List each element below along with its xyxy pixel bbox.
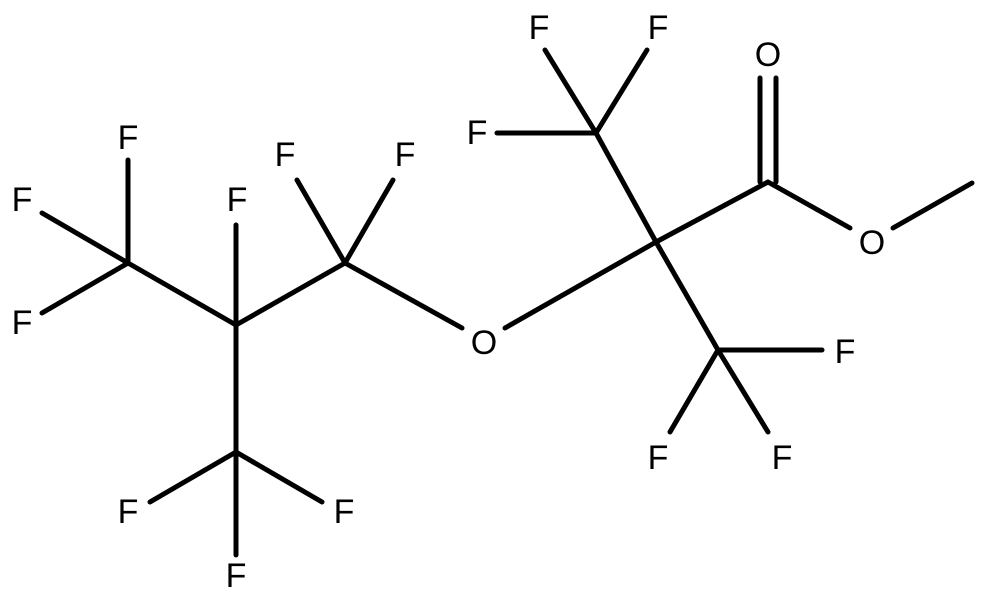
atom-label-f: F bbox=[467, 114, 488, 152]
atom-label-f: F bbox=[648, 439, 669, 477]
atom-label-f: F bbox=[835, 333, 856, 371]
atom-labels: F F F O F F F F F F O F O F F F F F bbox=[12, 9, 886, 595]
bond-cf3-f-upper-left bbox=[542, 47, 599, 136]
bond-cf3-ul-f-bottom bbox=[39, 260, 131, 316]
atom-label-o: O bbox=[755, 36, 781, 74]
atom-label-f: F bbox=[395, 136, 416, 174]
bond-cf3-b-f-left bbox=[147, 449, 239, 505]
bond-ether-o-cf2 bbox=[342, 260, 465, 331]
bond-cf3-b-f-right bbox=[233, 449, 325, 505]
bond-carbonyl-ester-o bbox=[765, 179, 853, 231]
bond-cf3-central bbox=[593, 130, 659, 245]
atom-label-f: F bbox=[227, 181, 248, 219]
atom-label-f: F bbox=[772, 439, 793, 477]
atom-label-f: F bbox=[648, 9, 669, 47]
bonds bbox=[39, 47, 975, 558]
atom-label-o: O bbox=[859, 224, 885, 262]
bond-central-carbonyl bbox=[653, 179, 771, 245]
atom-label-f: F bbox=[529, 9, 550, 47]
bond-cf2-cf bbox=[233, 260, 348, 328]
atom-label-f: F bbox=[12, 181, 33, 219]
atom-label-f: F bbox=[12, 304, 33, 342]
bond-central-ether-o bbox=[502, 239, 659, 331]
bond-cf2-f-left bbox=[294, 177, 348, 266]
atom-label-f: F bbox=[118, 493, 139, 531]
bond-cf-cf3-upper bbox=[125, 260, 239, 328]
atom-label-o: O bbox=[471, 324, 497, 362]
bond-cf3-lower-f-bottom bbox=[715, 347, 771, 435]
bond-cf3-lower-f-left bbox=[667, 347, 721, 435]
bond-central-cf3-lower bbox=[653, 239, 721, 353]
atom-label-f: F bbox=[226, 557, 247, 595]
bond-ester-o-methyl bbox=[890, 180, 975, 231]
atom-label-f: F bbox=[334, 493, 355, 531]
bond-cf2-f-right bbox=[342, 177, 396, 266]
bond-cf3-f-upper-right bbox=[593, 47, 650, 136]
atom-label-f: F bbox=[275, 136, 296, 174]
atom-label-f: F bbox=[118, 119, 139, 157]
bond-cf3-ul-f-left bbox=[39, 210, 131, 266]
